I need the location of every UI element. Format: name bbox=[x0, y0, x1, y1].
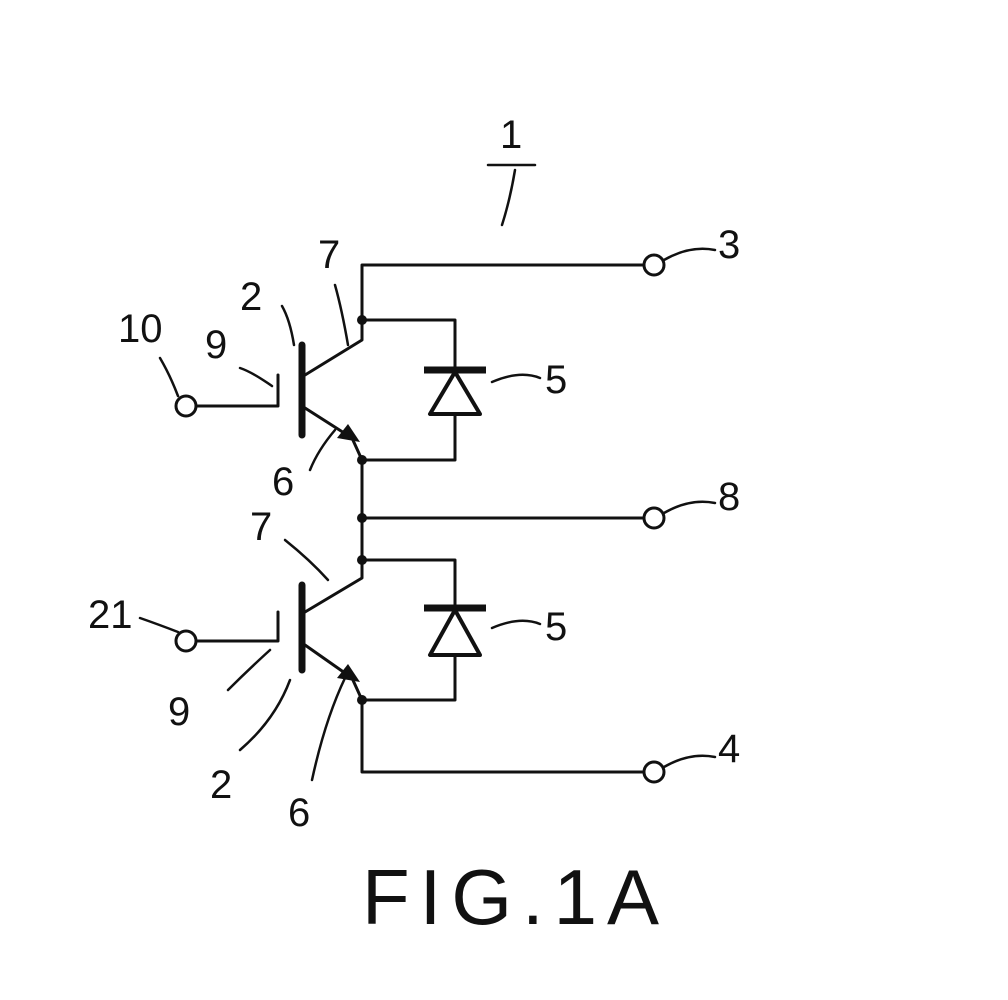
negative-rail-wire bbox=[362, 700, 643, 772]
upper-diode-leader bbox=[492, 375, 540, 382]
lower-collector-label: 7 bbox=[250, 505, 272, 549]
lower-gate-terminal bbox=[176, 631, 196, 651]
upper-gate-label: 9 bbox=[205, 323, 227, 367]
module-label-group: 1 bbox=[488, 113, 535, 225]
upper-emitter-label: 6 bbox=[272, 460, 294, 504]
module-label: 1 bbox=[500, 113, 522, 157]
lower-transistor bbox=[190, 560, 362, 700]
negative-terminal-leader bbox=[664, 756, 715, 767]
upper-gate-terminal-label: 10 bbox=[118, 307, 163, 351]
negative-terminal bbox=[644, 762, 664, 782]
module-label-leader bbox=[502, 170, 515, 225]
positive-terminal-label: 3 bbox=[718, 223, 740, 267]
junction-dot bbox=[357, 513, 367, 523]
lower-emitter-arrow bbox=[337, 664, 360, 682]
wiring bbox=[362, 265, 643, 772]
reference-labels: 3 8 4 5 5 10 21 9 9 2 2 7 7 6 6 bbox=[88, 223, 740, 835]
upper-transistor-leader bbox=[282, 306, 294, 345]
lower-diode-triangle bbox=[430, 610, 480, 655]
lower-diode-leader bbox=[492, 621, 540, 628]
junction-dot bbox=[357, 455, 367, 465]
output-terminal-label: 8 bbox=[718, 475, 740, 519]
positive-terminal-leader bbox=[664, 249, 715, 260]
upper-gate-terminal bbox=[176, 396, 196, 416]
lower-emitter-leader bbox=[312, 678, 345, 780]
negative-terminal-label: 4 bbox=[718, 727, 740, 771]
lower-diode-bottom-wire bbox=[362, 655, 455, 700]
lower-diode bbox=[362, 560, 486, 700]
lower-gate-terminal-leader bbox=[140, 618, 178, 632]
positive-rail-wire bbox=[362, 265, 643, 320]
lower-transistor-label: 2 bbox=[210, 763, 232, 807]
lower-gate-wire bbox=[190, 612, 278, 641]
upper-diode-bottom-wire bbox=[362, 414, 455, 460]
positive-terminal bbox=[644, 255, 664, 275]
lower-gate-leader bbox=[228, 650, 270, 690]
upper-diode-top-wire bbox=[362, 320, 455, 368]
upper-diode-triangle bbox=[430, 372, 480, 414]
upper-gate-leader bbox=[240, 368, 272, 386]
upper-emitter-leader bbox=[310, 430, 335, 470]
upper-diode-label: 5 bbox=[545, 358, 567, 402]
upper-collector-label: 7 bbox=[318, 233, 340, 277]
upper-transistor-label: 2 bbox=[240, 275, 262, 319]
junction-dot bbox=[357, 315, 367, 325]
upper-emitter-arrow bbox=[337, 424, 360, 442]
lower-collector-leader bbox=[285, 540, 328, 580]
lower-diode-top-wire bbox=[362, 560, 455, 607]
lower-collector-wire bbox=[305, 560, 362, 612]
lower-gate-terminal-label: 21 bbox=[88, 593, 133, 637]
upper-collector-leader bbox=[335, 285, 348, 345]
lower-gate-label: 9 bbox=[168, 690, 190, 734]
upper-collector-wire bbox=[305, 320, 362, 375]
output-terminal bbox=[644, 508, 664, 528]
figure-caption: FIG.1A bbox=[362, 853, 669, 941]
lower-emitter-label: 6 bbox=[288, 791, 310, 835]
upper-gate-terminal-leader bbox=[160, 358, 178, 396]
output-terminal-leader bbox=[664, 502, 715, 513]
upper-diode bbox=[362, 320, 486, 460]
lower-transistor-leader bbox=[240, 680, 290, 750]
junction-dot bbox=[357, 695, 367, 705]
lower-diode-label: 5 bbox=[545, 605, 567, 649]
junction-dot bbox=[357, 555, 367, 565]
